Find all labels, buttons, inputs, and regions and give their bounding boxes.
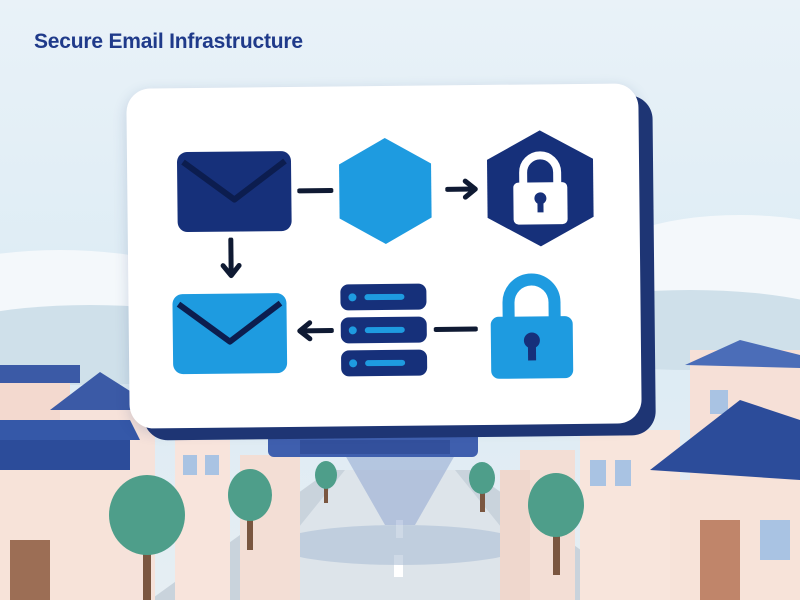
encryption-padlock-hexagon-icon bbox=[486, 130, 594, 247]
mail-server-stack-icon bbox=[340, 283, 428, 377]
arrow-hexagon-to-lock bbox=[445, 178, 478, 200]
arrow-sender-to-recipient bbox=[220, 237, 242, 279]
trees bbox=[109, 461, 584, 600]
page-title: Secure Email Infrastructure bbox=[34, 30, 303, 53]
email-sender-envelope-icon bbox=[177, 151, 292, 233]
diagram-card bbox=[126, 83, 642, 429]
processing-hexagon-icon bbox=[339, 137, 432, 244]
display-stand bbox=[268, 425, 478, 457]
email-recipient-envelope-icon bbox=[172, 293, 288, 375]
decryption-padlock-icon bbox=[490, 273, 574, 379]
right-houses bbox=[500, 340, 800, 600]
line-connector-sender-to-hexagon bbox=[297, 188, 334, 194]
arrow-server-to-recipient bbox=[297, 320, 334, 342]
line-connector-lock-to-server bbox=[433, 326, 478, 332]
